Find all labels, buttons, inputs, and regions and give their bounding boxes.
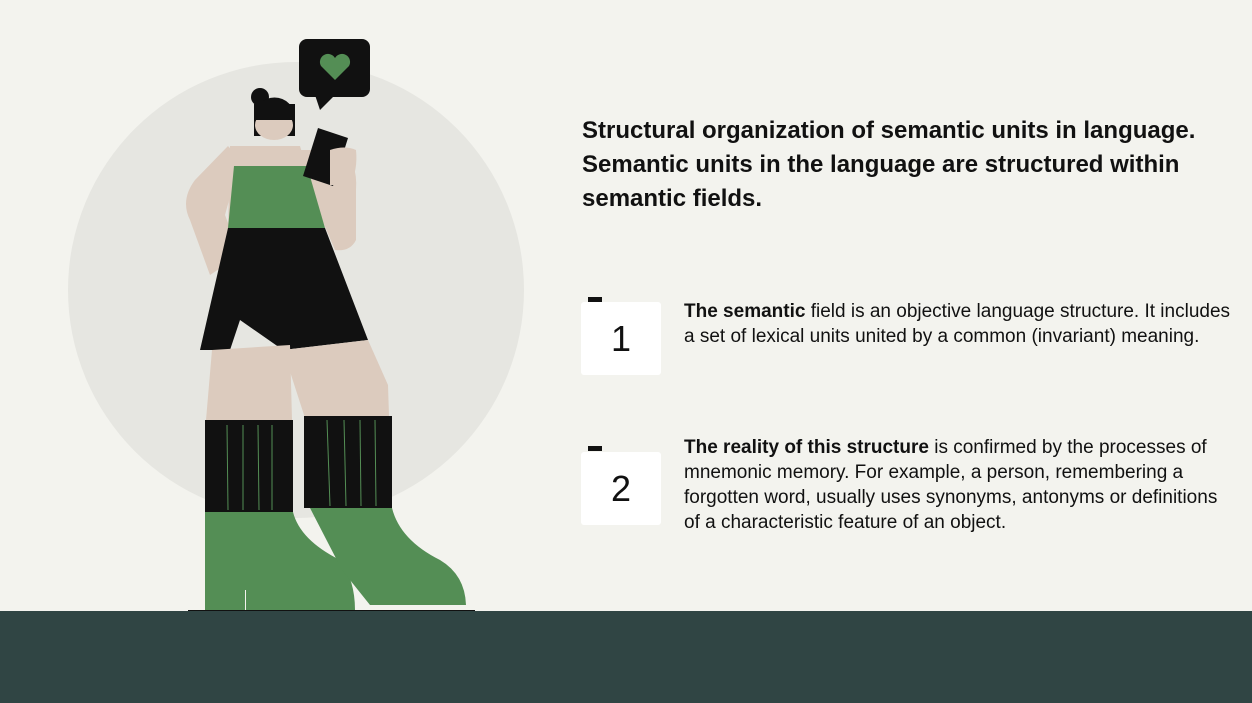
slide-title: Structural organization of semantic unit… bbox=[582, 117, 1196, 212]
item-2-body: is confirmed by the processes of mnemoni… bbox=[684, 437, 1218, 533]
item-2-number-box: 2 bbox=[581, 452, 661, 525]
item-2-tab-marker bbox=[588, 446, 602, 451]
item-2-number: 2 bbox=[610, 467, 632, 509]
item-1-number: 1 bbox=[610, 317, 632, 359]
item-2-bold: The reality of this structure bbox=[684, 437, 929, 458]
item-1-text: The semantic field is an objective langu… bbox=[684, 299, 1234, 349]
woman-with-phone-illustration bbox=[68, 39, 524, 612]
item-1-tab-marker bbox=[588, 297, 602, 302]
heart-speech-bubble-icon bbox=[299, 39, 370, 110]
item-1-body: field is an objective language structure… bbox=[684, 301, 1231, 347]
item-1-number-box: 1 bbox=[581, 302, 661, 375]
footer-band bbox=[0, 611, 1252, 703]
item-2-text: The reality of this structure is confirm… bbox=[684, 435, 1234, 535]
item-1-bold: The semantic bbox=[684, 301, 806, 322]
